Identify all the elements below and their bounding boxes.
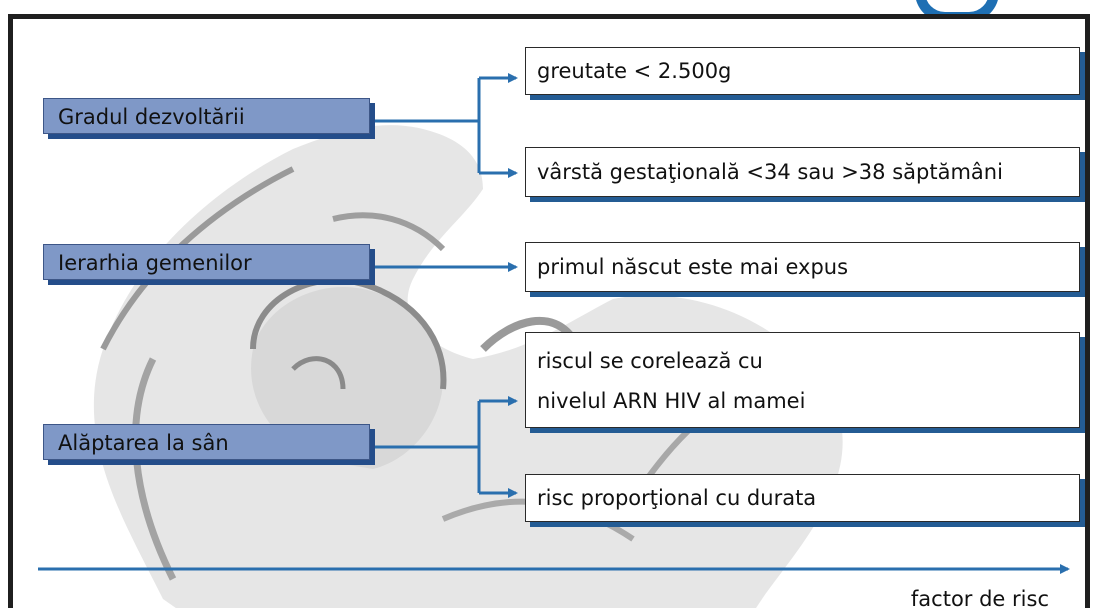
factor-line: risc proporţional cu durata — [537, 486, 817, 510]
factor-box-varsta-gestationala: vârstă gestaţională <34 sau >38 săptămân… — [525, 147, 1080, 197]
factor-box-durata: risc proporţional cu durata — [525, 474, 1080, 522]
factor-line: nivelul ARN HIV al mamei — [537, 389, 806, 413]
factor-line: primul născut este mai expus — [537, 255, 849, 279]
factor-box-arn-hiv: riscul se corelează cu nivelul ARN HIV a… — [525, 332, 1080, 428]
connector-gradul — [370, 73, 518, 178]
category-label: Gradul dezvoltării — [58, 105, 245, 129]
factor-line: vârstă gestaţională <34 sau >38 săptămân… — [537, 160, 1003, 184]
connector-alaptarea — [370, 396, 518, 498]
category-label: Alăptarea la sân — [58, 431, 229, 455]
factor-line: greutate < 2.500g — [537, 59, 732, 83]
category-label: Ierarhia gemenilor — [58, 251, 252, 275]
factor-box-greutate: greutate < 2.500g — [525, 47, 1080, 95]
axis-label: factor de risc — [910, 587, 1049, 608]
category-alaptarea-la-san: Alăptarea la sân — [43, 424, 370, 460]
factor-box-primul-nascut: primul născut este mai expus — [525, 242, 1080, 292]
category-gradul-dezvoltarii: Gradul dezvoltării — [43, 98, 370, 134]
category-ierarhia-gemenilor: Ierarhia gemenilor — [43, 244, 370, 280]
connector-lines — [38, 73, 1070, 574]
diagram-frame: Gradul dezvoltării Ierarhia gemenilor Al… — [8, 14, 1090, 608]
factor-line: riscul se corelează cu — [537, 349, 763, 373]
